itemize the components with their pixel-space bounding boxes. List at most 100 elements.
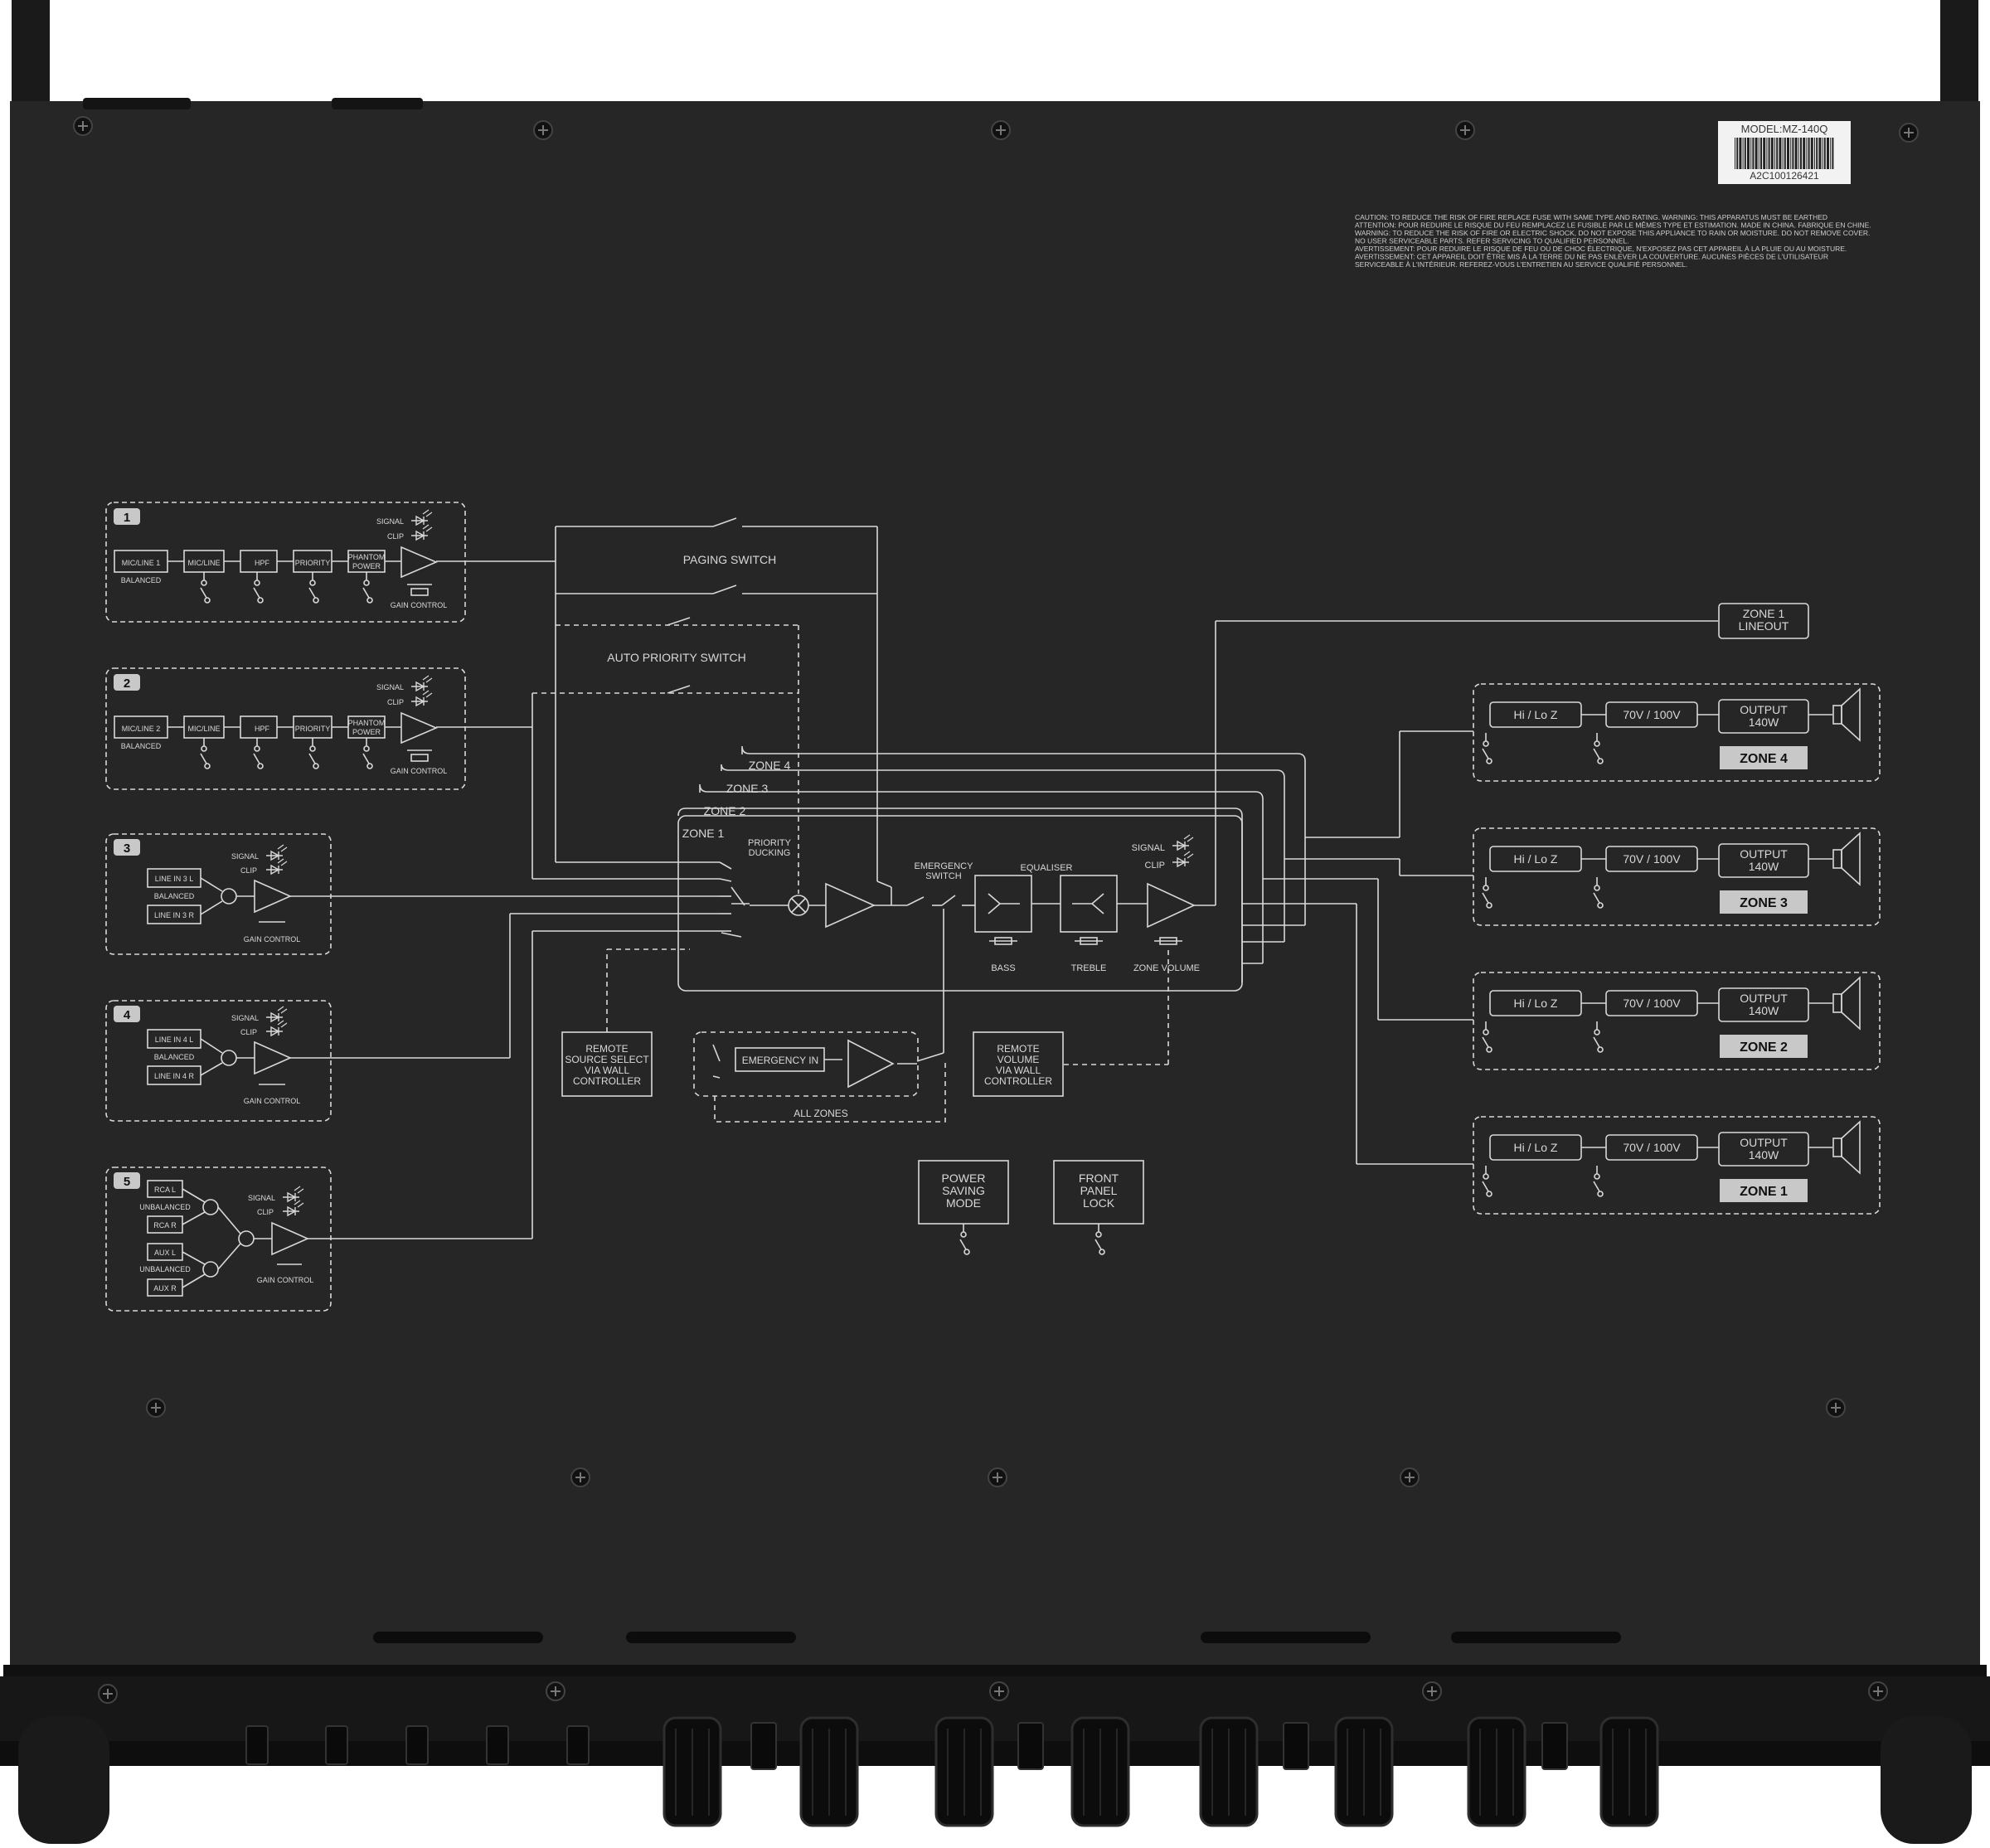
ch2-signal-led: SIGNAL: [376, 683, 404, 691]
priority-ducking-label-2: DUCKING: [749, 848, 791, 858]
trim-knob[interactable]: [245, 1725, 269, 1765]
warning-line: NO USER SERVICEABLE PARTS. REFER SERVICI…: [1355, 237, 1629, 245]
emergency-switch-label-1: EMERGENCY: [915, 861, 974, 871]
selector-switch[interactable]: [1541, 1722, 1568, 1770]
output-label: OUTPUT: [1740, 992, 1788, 1005]
lineout-label-2: LINEOUT: [1739, 619, 1789, 633]
trim-knob[interactable]: [566, 1725, 590, 1765]
channel-2-labels: 2 MIC/LINE 2 BALANCED MIC/LINE HPF PRIOR…: [121, 677, 448, 775]
channel-5-number: 5: [124, 1175, 130, 1189]
ch3-gain-control: GAIN CONTROL: [244, 935, 301, 943]
impedance-label: Hi / Lo Z: [1514, 1141, 1558, 1154]
bass-label: BASS: [991, 963, 1015, 973]
ch1-gain-control: GAIN CONTROL: [391, 601, 448, 609]
selector-switch[interactable]: [1017, 1722, 1044, 1770]
power-saving-2: SAVING: [942, 1184, 985, 1197]
output-label: OUTPUT: [1740, 847, 1788, 861]
remote-source-2: SOURCE SELECT: [565, 1054, 649, 1065]
emergency-in-label: EMERGENCY IN: [742, 1055, 818, 1066]
ch1-hpf: HPF: [255, 559, 270, 567]
voltage-label: 70V / 100V: [1623, 852, 1681, 866]
channel-1-block: [105, 502, 556, 623]
warning-line: AVERTISSEMENT: CET APPAREIL DOIT ÊTRE MI…: [1355, 253, 1828, 261]
trim-knob[interactable]: [405, 1725, 429, 1765]
auto-priority-switch-label: AUTO PRIORITY SWITCH: [607, 651, 746, 664]
channel-3-labels: 3 LINE IN 3 L BALANCED LINE IN 3 R SIGNA…: [124, 842, 300, 943]
zone-output-name: ZONE 4: [1740, 752, 1788, 766]
ch4-balanced-label: BALANCED: [154, 1053, 195, 1061]
voltage-label: 70V / 100V: [1623, 708, 1681, 721]
ch1-balanced-label: BALANCED: [121, 576, 162, 584]
selector-switch[interactable]: [750, 1722, 777, 1770]
priority-ducking-label-1: PRIORITY: [748, 838, 792, 848]
trim-knob[interactable]: [325, 1725, 348, 1765]
zone-1-lineout: ZONE 1 LINEOUT: [1718, 603, 1809, 639]
front-panel-lock-3: LOCK: [1083, 1196, 1115, 1210]
warning-line: CAUTION: TO REDUCE THE RISK OF FIRE REPL…: [1355, 213, 1827, 221]
ch1-micline-switch: MIC/LINE: [187, 559, 220, 567]
ch1-input-label: MIC/LINE 1: [122, 559, 161, 567]
all-zones-label: ALL ZONES: [794, 1108, 848, 1119]
equaliser-label: EQUALISER: [1021, 863, 1073, 873]
front-panel-lock-1: FRONT: [1079, 1171, 1119, 1185]
ch4-line-in-r: LINE IN 4 R: [154, 1072, 195, 1080]
rear-connectors: [245, 1716, 1659, 1827]
zone-signal-led: SIGNAL: [1132, 843, 1165, 853]
warning-line: AVERTISSEMENT: POUR REDUIRE LE RISQUE DE…: [1355, 245, 1847, 253]
impedance-label: Hi / Lo Z: [1514, 852, 1558, 866]
ch5-unbalanced-2: UNBALANCED: [139, 1265, 191, 1273]
channel-3-number: 3: [124, 842, 130, 856]
zone-output-name: ZONE 3: [1740, 896, 1788, 910]
ch1-phantom: PHANTOM: [348, 553, 386, 561]
ch3-clip-led: CLIP: [240, 866, 257, 875]
routing-lines: [531, 517, 1718, 1165]
trim-knob[interactable]: [486, 1725, 509, 1765]
power-saving-1: POWER: [942, 1171, 986, 1185]
warning-line: SERVICEABLE À L'INTÉRIEUR. REFEREZ-VOUS …: [1355, 260, 1687, 269]
front-panel-lock-2: PANEL: [1080, 1184, 1118, 1197]
zone-output-name: ZONE 2: [1740, 1040, 1788, 1055]
signal-chain-labels: PRIORITY DUCKING EMERGENCY SWITCH EQUALI…: [748, 838, 1200, 973]
ch2-power: POWER: [352, 728, 381, 736]
ch2-clip-led: CLIP: [387, 698, 404, 706]
remote-source-3: VIA WALL: [585, 1065, 630, 1076]
channel-1-labels: 1 MIC/LINE 1 BALANCED MIC/LINE HPF PRIOR…: [121, 511, 448, 609]
power-saving-3: MODE: [946, 1196, 981, 1210]
ch1-clip-led: CLIP: [387, 532, 404, 541]
ch1-priority: PRIORITY: [295, 559, 331, 567]
barcode-number: A2C100126421: [1750, 170, 1819, 182]
selector-switch[interactable]: [1283, 1722, 1309, 1770]
output-power-label: 140W: [1749, 1148, 1779, 1162]
remote-volume-3: VIA WALL: [996, 1065, 1041, 1076]
chassis: [0, 0, 1990, 1766]
remote-volume-1: REMOTE: [997, 1043, 1039, 1055]
ch4-line-in-l: LINE IN 4 L: [155, 1036, 194, 1044]
zone-output-name: ZONE 1: [1740, 1185, 1788, 1199]
remote-labels: REMOTE SOURCE SELECT VIA WALL CONTROLLER…: [565, 1043, 1119, 1210]
paging-switch-label: PAGING SWITCH: [683, 553, 777, 566]
output-power-label: 140W: [1749, 715, 1779, 729]
treble-label: TREBLE: [1071, 963, 1107, 973]
voltage-label: 70V / 100V: [1623, 1141, 1681, 1154]
ch5-rca-l: RCA L: [154, 1186, 176, 1194]
ch4-clip-led: CLIP: [240, 1028, 257, 1036]
ch3-line-in-l: LINE IN 3 L: [155, 875, 194, 883]
output-power-label: 140W: [1749, 1004, 1779, 1017]
zone-tab-3: ZONE 3: [726, 782, 769, 795]
model-sticker: MODEL:MZ-140Q A2C100126421: [1718, 121, 1851, 184]
emergency-switch-label-2: SWITCH: [925, 871, 961, 881]
ch2-balanced-label: BALANCED: [121, 742, 162, 750]
lineout-label-1: ZONE 1: [1743, 607, 1785, 620]
ch5-unbalanced-1: UNBALANCED: [139, 1203, 191, 1211]
model-label: MODEL:MZ-140Q: [1741, 123, 1828, 135]
ch5-rca-r: RCA R: [153, 1221, 177, 1230]
ch1-power: POWER: [352, 562, 381, 570]
dashed-control-lines: [532, 624, 1169, 1123]
warning-line: WARNING: TO REDUCE THE RISK OF FIRE OR E…: [1355, 229, 1870, 237]
